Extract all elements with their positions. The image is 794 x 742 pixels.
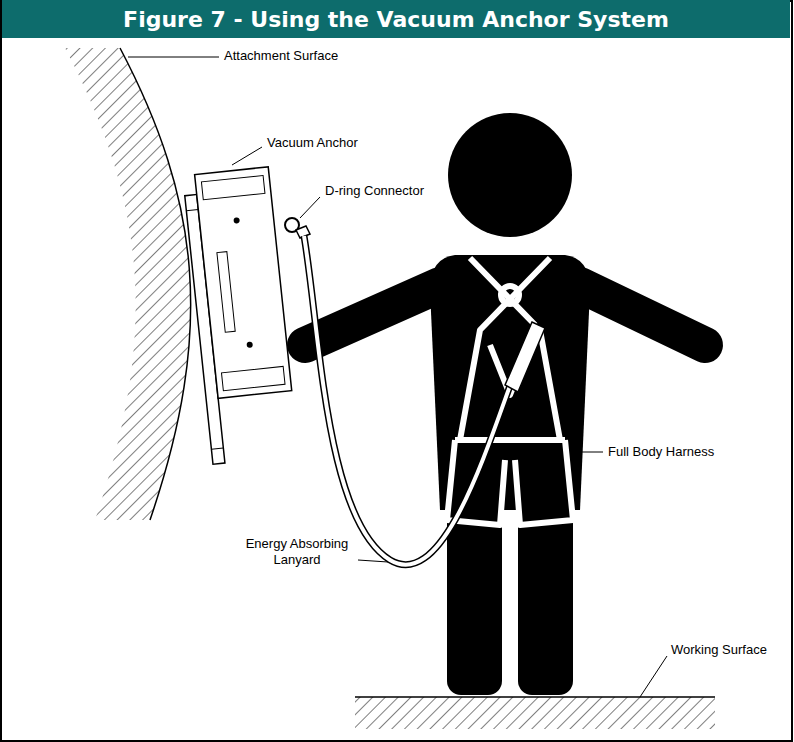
part-label: Energy Absorbing Lanyard: [236, 536, 358, 568]
title-bar: Figure 7 - Using the Vacuum Anchor Syste…: [2, 0, 790, 38]
part-label: Full Body Harness: [606, 444, 716, 460]
person-silhouette: [305, 113, 705, 695]
leader-lines: [128, 57, 667, 697]
part-label: D-ring Connector: [323, 183, 426, 199]
working-surface: [355, 697, 715, 729]
energy-absorbing-lanyard: [304, 236, 560, 565]
attachment-surface: [65, 48, 191, 520]
vacuum-anchor: [183, 167, 299, 464]
part-label: Attachment Surface: [222, 48, 340, 64]
part-label: Working Surface: [669, 642, 769, 658]
part-label: Vacuum Anchor: [265, 135, 360, 151]
figure-title: Figure 7 - Using the Vacuum Anchor Syste…: [123, 7, 669, 32]
